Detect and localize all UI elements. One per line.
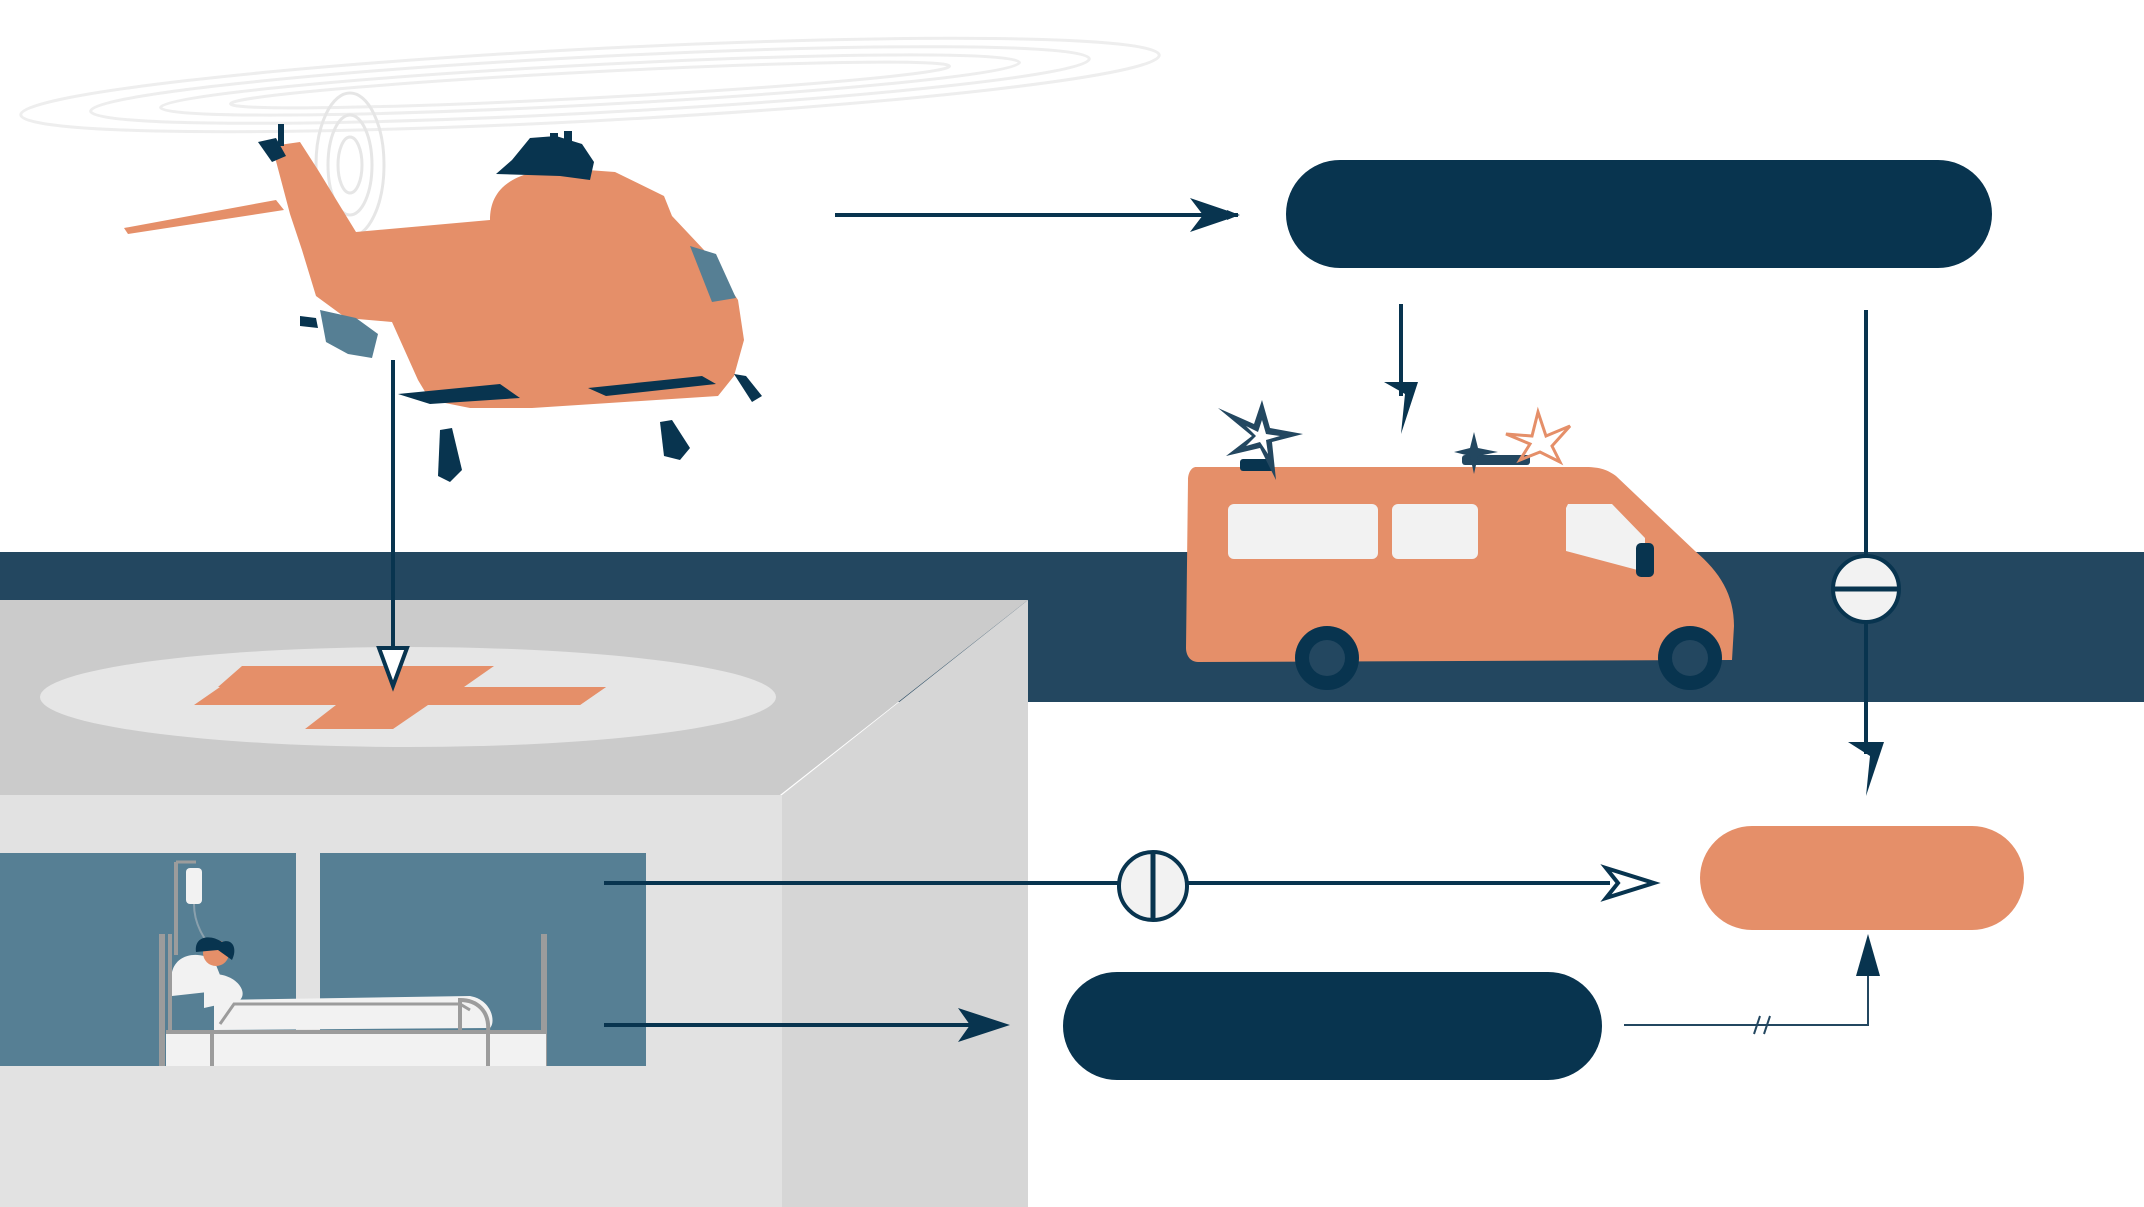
top-pill-to-orange-pill-arrow [1831,310,1901,796]
ambulance-icon [1186,400,1734,690]
helipad-cross-bar [196,687,606,705]
siren-light-icon [1505,406,1572,466]
helicopter-to-top-pill-arrow [835,198,1240,232]
siren-light-icon [1454,432,1498,474]
break-slash-2 [1763,1015,1771,1035]
break-slash-1 [1753,1015,1761,1035]
hospital-side-wall [782,600,1028,1207]
top-pill [1286,160,1992,268]
window-to-orange-pill-arrow [604,850,1661,922]
bottom-pill [1063,972,1602,1080]
helicopter-to-helipad-arrow [376,360,410,692]
top-pill-to-ambulance-arrow [1384,304,1418,434]
orange-pill [1700,826,2024,930]
bottom-pill-to-orange-pill-arrow [1624,934,1880,1035]
helicopter-icon [19,36,1161,482]
siren-light-icon [1218,400,1303,480]
window-to-bottom-pill-arrow [604,1008,1010,1042]
hospital-building-icon [0,600,1028,1207]
patient-in-bed-icon [159,860,547,1066]
